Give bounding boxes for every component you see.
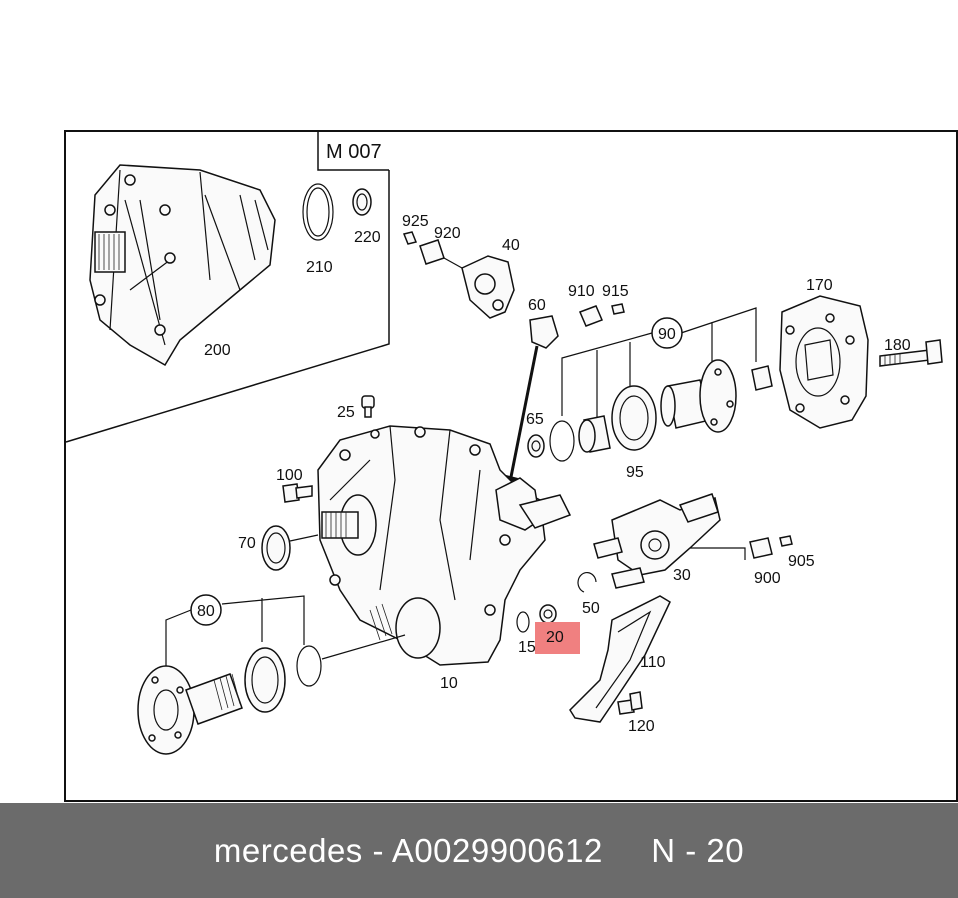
highlight-20: [535, 622, 580, 654]
callout-90-bubble: [651, 317, 683, 349]
part-90-sleeve: [751, 365, 773, 391]
inset-separator: [65, 170, 390, 443]
part-920-connector: [419, 239, 445, 265]
label-80: 80: [197, 603, 215, 620]
part-95-seal: [611, 385, 657, 451]
part-910-plug: [579, 305, 603, 327]
part-70-seal: [261, 525, 319, 571]
label-220: 220: [354, 229, 381, 246]
label-925: 925: [402, 213, 429, 230]
leader-80-to-case: [321, 634, 406, 660]
label-900: 900: [754, 570, 781, 587]
part-180-bolt: [879, 339, 943, 367]
part-80-flange: [137, 665, 243, 755]
callout-90-lines: [561, 307, 757, 418]
arrow-icon: [508, 345, 539, 483]
label-910: 910: [568, 283, 595, 300]
part-90-flange: [660, 359, 737, 433]
part-100-bolt: [282, 483, 313, 503]
label-90: 90: [658, 326, 676, 343]
footer-gap: [603, 832, 651, 869]
footer-caption: mercedes - A0029900612 N - 20: [214, 832, 744, 870]
label-120: 120: [628, 718, 655, 735]
label-110: 110: [640, 654, 666, 671]
label-920: 920: [434, 225, 461, 242]
part-120-bolt: [617, 691, 643, 715]
part-15-oring: [516, 611, 530, 633]
part-30-actuator: [593, 493, 746, 589]
label-50: 50: [582, 600, 600, 617]
part-110-shield: [569, 595, 671, 723]
callout-80-lines: [165, 595, 305, 674]
label-200: 200: [204, 342, 231, 359]
footer-position: N - 20: [651, 831, 745, 869]
label-60: 60: [528, 297, 546, 314]
callout-80-bubble: [190, 594, 222, 626]
part-905-pin: [779, 535, 793, 547]
footer-part-number: A0029900612: [391, 831, 603, 869]
part-60-connector: [502, 315, 559, 494]
label-210: 210: [306, 259, 333, 276]
exploded-parts-diagram: M 007 200 210 220 925 920 40: [64, 130, 958, 802]
part-170-housing: [779, 295, 869, 429]
label-100: 100: [276, 467, 303, 484]
part-50-clip: [577, 571, 597, 593]
label-25: 25: [337, 404, 355, 421]
label-915: 915: [602, 283, 629, 300]
label-10: 10: [440, 675, 458, 692]
label-170: 170: [806, 277, 833, 294]
part-80-seal: [244, 647, 286, 713]
part-915-pin: [611, 303, 625, 315]
part-10-transfer-case: [317, 425, 572, 666]
label-65: 65: [526, 411, 544, 428]
part-90-oring: [549, 420, 575, 462]
part-210-snap-ring: [302, 183, 334, 241]
part-200-cover: [89, 164, 276, 367]
group-code-label: M 007: [326, 141, 382, 163]
part-90-bushing: [578, 415, 611, 453]
part-900-connector: [749, 537, 773, 559]
label-20: 20: [546, 629, 564, 646]
label-95: 95: [626, 464, 644, 481]
group-box-outline: [317, 131, 389, 171]
label-70: 70: [238, 535, 256, 552]
footer-brand: mercedes: [213, 831, 363, 869]
diagram-frame: [64, 130, 958, 802]
part-40-sensor: [443, 255, 515, 319]
part-65-washer: [527, 434, 545, 458]
part-20-plug: [539, 604, 557, 624]
footer-separator: -: [362, 831, 392, 869]
part-80-oring: [296, 645, 322, 687]
part-220-seal: [352, 188, 372, 216]
label-180: 180: [884, 337, 911, 354]
part-25-breather: [361, 395, 375, 418]
footer-bar: mercedes - A0029900612 N - 20: [0, 803, 958, 898]
label-40: 40: [502, 237, 520, 254]
label-905: 905: [788, 553, 815, 570]
part-925-pin: [402, 231, 418, 245]
label-30: 30: [673, 567, 691, 584]
label-15: 15: [518, 639, 536, 656]
